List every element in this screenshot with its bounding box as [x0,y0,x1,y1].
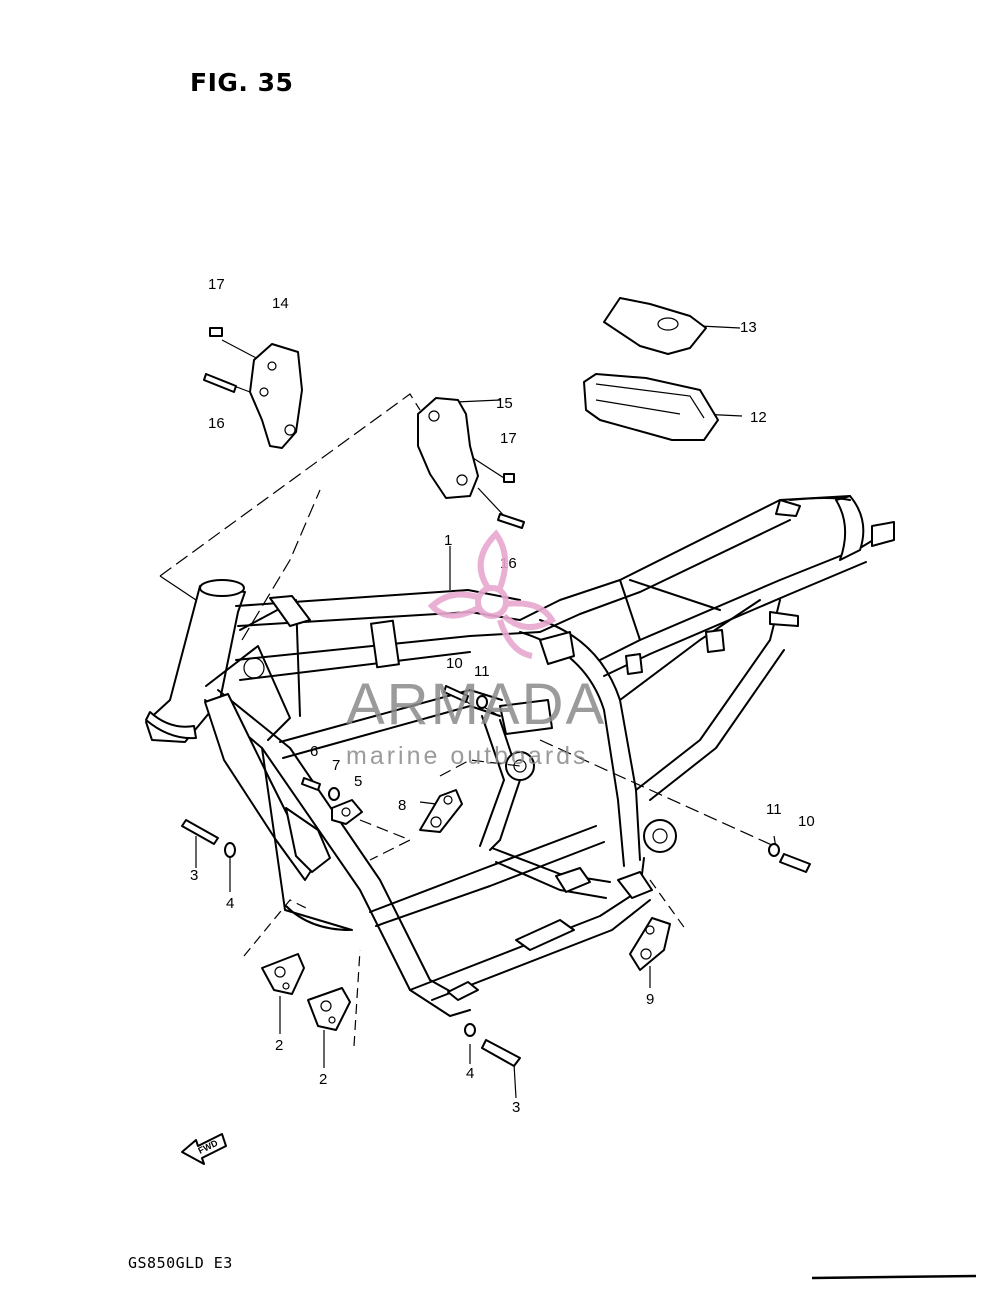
watermark-tagline: marine outboards [346,742,589,770]
callout-7: 7 [332,757,340,774]
watermark-brand: ARMADA [346,672,606,737]
side-cover-14 [249,343,303,449]
callout-1: 1 [444,532,452,549]
model-code: GS850GLD E3 [128,1254,233,1272]
side-cover-15 [417,397,479,499]
callout-15: 15 [496,395,513,412]
callout-5: 5 [354,773,362,790]
callout-8: 8 [398,797,406,814]
fwd-direction-arrow: FWD [181,1133,227,1165]
callout-9: 9 [646,991,654,1008]
callout-2: 2 [275,1037,283,1054]
callout-11: 11 [474,663,490,680]
armada-watermark: ARMADA marine outboards [346,529,606,770]
tool-tray-12 [583,373,719,441]
callout-4: 4 [226,895,234,912]
figure-title: FIG. 35 [190,68,294,97]
callout-4: 4 [466,1065,474,1082]
callout-10: 10 [798,813,815,830]
callout-3: 3 [190,867,198,884]
callout-14: 14 [272,295,289,312]
callout-16: 16 [208,415,225,432]
callout-11: 11 [766,801,782,818]
callout-labels: 1 2 2 3 3 4 4 5 6 7 8 9 10 10 11 11 12 1… [190,276,815,1116]
callout-10: 10 [446,655,463,672]
callout-2: 2 [319,1071,327,1088]
callout-12: 12 [750,409,767,426]
engine-mount-brackets [261,789,671,1031]
footer-rule [811,1274,977,1280]
callout-17: 17 [208,276,225,293]
tool-bag-13 [603,297,707,355]
bolts-and-washers [181,327,811,1067]
callout-13: 13 [740,319,757,336]
callout-6: 6 [310,743,318,760]
armada-propeller-logo [427,529,557,659]
callout-17: 17 [500,430,517,447]
callout-3: 3 [512,1099,520,1116]
